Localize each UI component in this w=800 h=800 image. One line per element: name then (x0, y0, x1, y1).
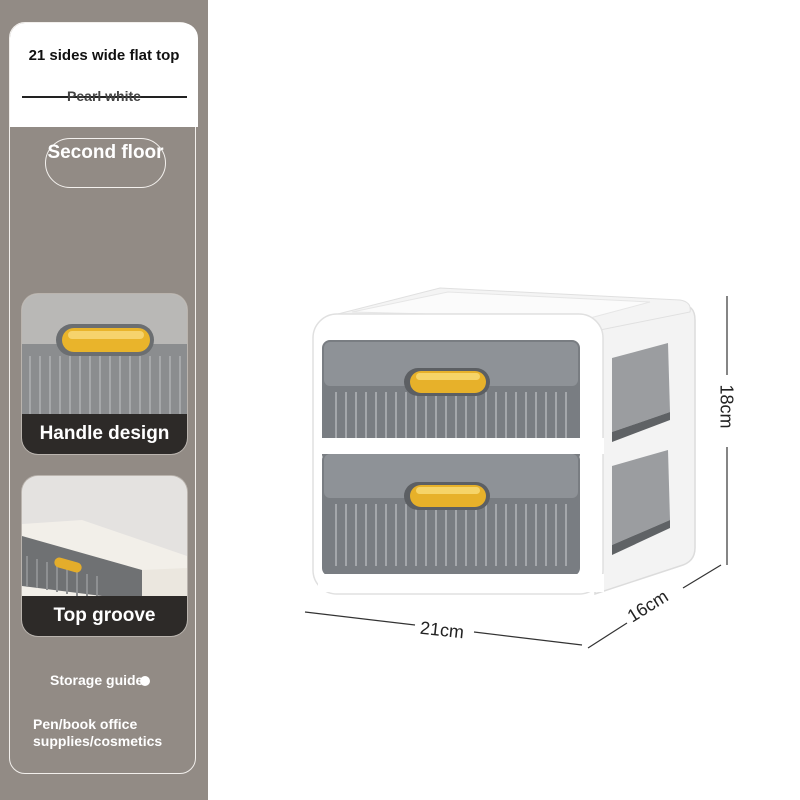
sidebar: 21 sides wide flat top Pearl white Secon… (0, 0, 208, 800)
strike-line (22, 96, 187, 98)
storage-guide-heading: Storage guide (50, 672, 151, 688)
variant-color: Pearl white (67, 88, 141, 104)
depth-dimension-line (587, 622, 628, 649)
feature-label-groove: Top groove (22, 596, 187, 636)
handle-closeup-image (22, 294, 187, 454)
width-dimension-label: 21cm (419, 617, 465, 643)
storage-guide-text: Pen/book office supplies/cosmetics (33, 716, 163, 749)
floor-option-button[interactable]: Second floor (45, 138, 166, 188)
storage-guide-label: Storage guide (50, 672, 144, 688)
feature-label-handle: Handle design (22, 414, 187, 454)
lower-drawer (322, 452, 580, 576)
sidebar-frame (9, 22, 196, 774)
width-dimension-line (304, 611, 416, 626)
feature-card-groove: Top groove (22, 476, 187, 636)
height-dimension-label: 18cm (716, 384, 737, 429)
variant-title: 21 sides wide flat top (28, 47, 180, 64)
feature-card-handle: Handle design (22, 294, 187, 454)
dot-icon (140, 676, 151, 686)
variant-title-card[interactable]: 21 sides wide flat top Pearl white (10, 23, 198, 127)
